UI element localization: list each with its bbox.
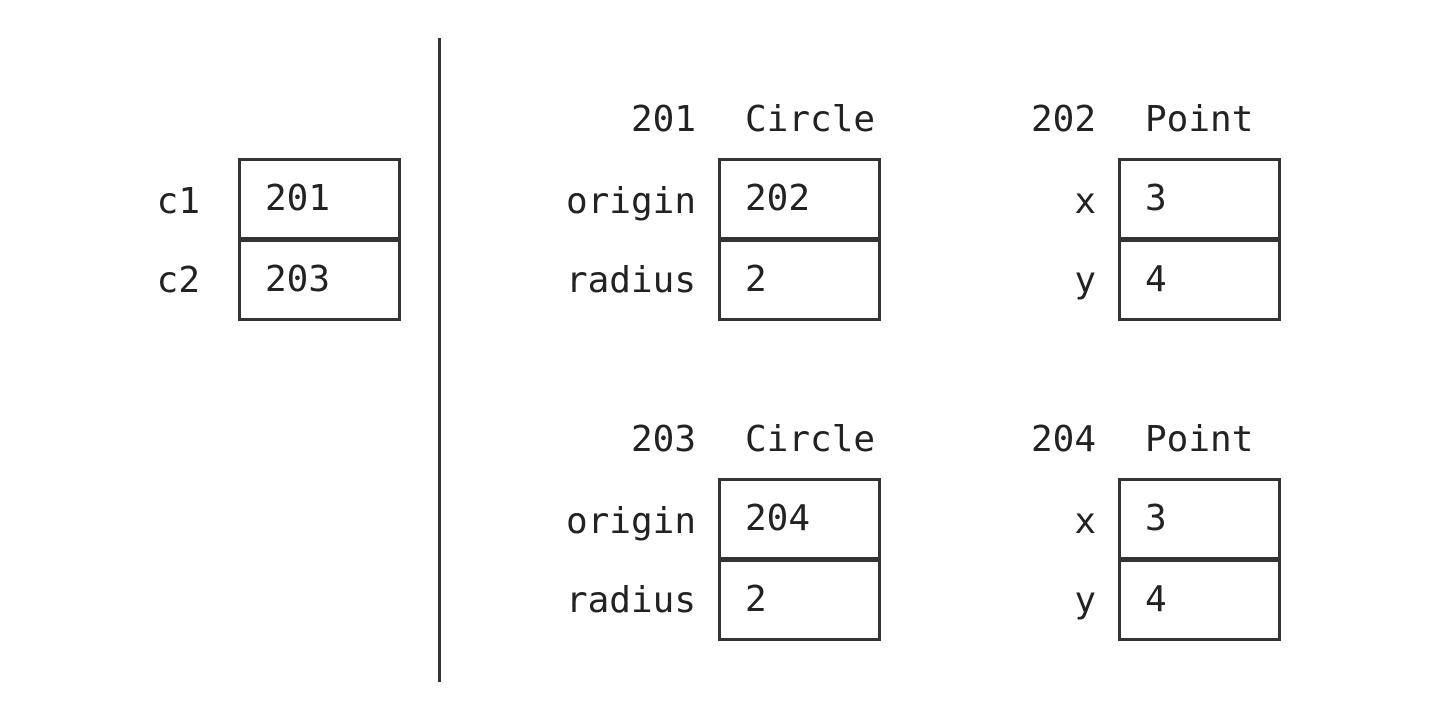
object-id: 203	[630, 419, 696, 460]
field-value: 2	[718, 559, 881, 641]
field-name: radius	[565, 580, 696, 621]
field-name: x	[1074, 501, 1096, 542]
stack-heap-divider	[438, 38, 441, 682]
field-value: 2	[718, 239, 881, 321]
stack-var-name: c2	[156, 260, 200, 301]
field-name: origin	[565, 181, 696, 222]
field-value: 3	[1118, 158, 1281, 240]
field-name: x	[1074, 181, 1096, 222]
object-type: Point	[1145, 99, 1254, 140]
field-name: y	[1074, 260, 1096, 301]
object-type: Point	[1145, 419, 1254, 460]
object-type: Circle	[745, 419, 876, 460]
field-name: radius	[565, 260, 696, 301]
stack-var-value: 201	[238, 158, 401, 240]
object-type: Circle	[745, 99, 876, 140]
field-value: 202	[718, 158, 881, 240]
object-id: 202	[1030, 99, 1096, 140]
field-name: y	[1074, 580, 1096, 621]
field-name: origin	[565, 501, 696, 542]
field-value: 4	[1118, 239, 1281, 321]
object-id: 201	[630, 99, 696, 140]
field-value: 3	[1118, 478, 1281, 560]
field-value: 4	[1118, 559, 1281, 641]
object-id: 204	[1030, 419, 1096, 460]
field-value: 204	[718, 478, 881, 560]
stack-var-name: c1	[156, 181, 200, 222]
stack-var-value: 203	[238, 239, 401, 321]
